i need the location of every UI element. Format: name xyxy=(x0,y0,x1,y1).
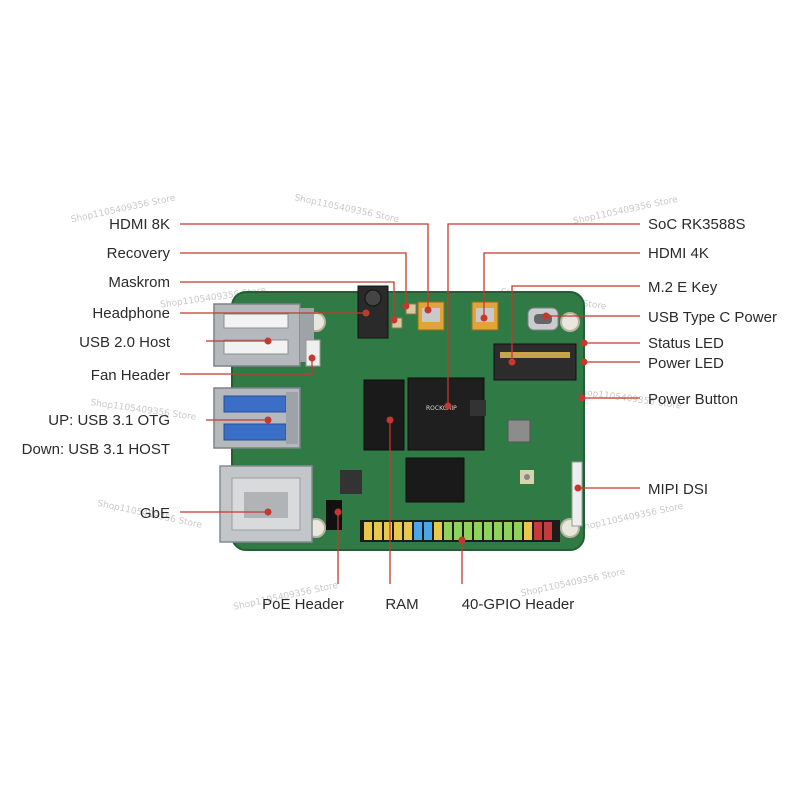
label-poe-header: PoE Header xyxy=(262,596,344,613)
labels-right: SoC RK3588S HDMI 4K M.2 E Key USB Type C… xyxy=(648,216,777,498)
label-gpio-header: 40-GPIO Header xyxy=(462,596,575,613)
pcb-board: ROCKCHIP xyxy=(213,285,585,551)
label-mipi-dsi: MIPI DSI xyxy=(648,481,708,498)
m2-slot xyxy=(493,343,577,381)
leader-hdmi-4k xyxy=(483,252,640,318)
gpio-header xyxy=(360,520,560,542)
label-usb31-host: Down: USB 3.1 HOST xyxy=(22,441,170,458)
label-maskrom: Maskrom xyxy=(108,274,170,291)
leader-dots xyxy=(264,302,588,544)
labels-bottom: PoE Header RAM 40-GPIO Header xyxy=(262,596,574,613)
label-headphone: Headphone xyxy=(92,305,170,322)
ram-chip xyxy=(363,379,405,451)
label-gbe: GbE xyxy=(140,505,170,522)
leader-soc xyxy=(447,223,640,406)
label-soc: SoC RK3588S xyxy=(648,216,746,233)
label-hdmi-8k: HDMI 8K xyxy=(109,216,170,233)
watermark: Shop1105409356 Store xyxy=(578,502,685,534)
mipi-dsi-connector xyxy=(571,461,583,527)
label-hdmi-4k: HDMI 4K xyxy=(648,245,709,262)
label-ram: RAM xyxy=(385,596,418,613)
label-power-button: Power Button xyxy=(648,391,738,408)
label-m2-ekey: M.2 E Key xyxy=(648,279,718,296)
leader-recovery xyxy=(180,252,407,304)
watermark: Shop1105409356 Store xyxy=(520,567,627,599)
label-usb-c-power: USB Type C Power xyxy=(648,309,777,326)
labels-left: HDMI 8K Recovery Maskrom Headphone USB 2… xyxy=(22,216,171,522)
label-power-led: Power LED xyxy=(648,355,724,372)
leader-lines xyxy=(180,223,640,584)
leader-fan-header xyxy=(180,360,313,375)
label-usb31-otg: UP: USB 3.1 OTG xyxy=(48,412,170,429)
label-status-led: Status LED xyxy=(648,335,724,352)
leader-maskrom xyxy=(180,281,395,318)
leader-hdmi-8k xyxy=(180,223,429,310)
leader-m2 xyxy=(511,285,640,362)
chip-marking: ROCKCHIP xyxy=(426,405,457,412)
fan-header xyxy=(305,339,321,367)
ram-chip xyxy=(405,457,465,503)
label-usb2-host: USB 2.0 Host xyxy=(79,334,171,351)
label-recovery: Recovery xyxy=(107,245,171,262)
watermark: Shop1105409356 Store xyxy=(293,193,400,225)
label-fan-header: Fan Header xyxy=(91,367,170,384)
mounting-hole xyxy=(560,312,580,332)
